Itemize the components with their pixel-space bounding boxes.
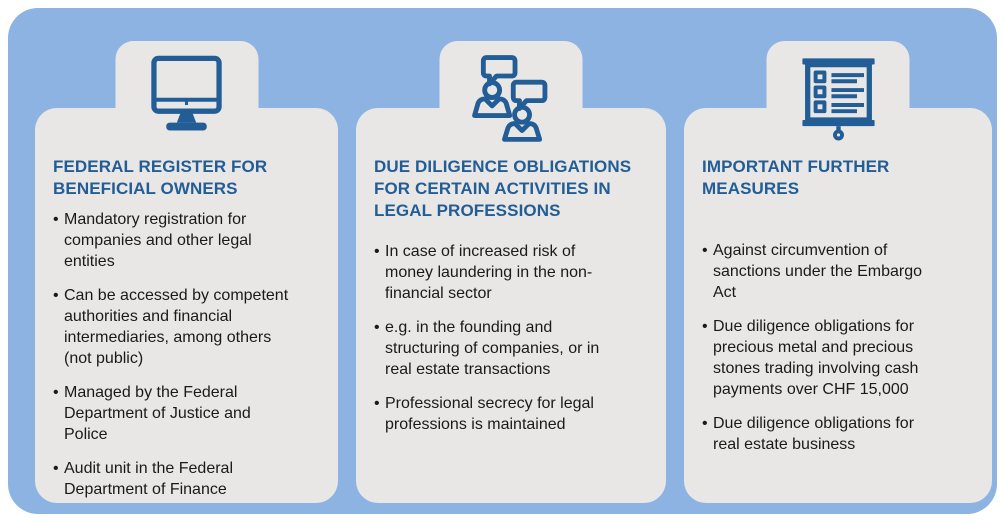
card-icon-tab (439, 41, 583, 142)
monitor-icon (151, 55, 222, 131)
bullet-item: Due diligence obligations for precious m… (702, 316, 942, 400)
card-due-diligence: DUE DILIGENCE OBLIGATIONS FOR CERTAIN AC… (356, 41, 666, 503)
bullet-item: Due diligence obligations for real estat… (702, 413, 942, 455)
bullet-item: e.g. in the founding and structuring of … (374, 317, 614, 380)
bullet-item: Audit unit in the Federal Department of … (53, 458, 293, 500)
bullet-item: Mandatory registration for companies and… (53, 209, 293, 272)
card-title: DUE DILIGENCE OBLIGATIONS FOR CERTAIN AC… (374, 157, 632, 220)
checklist-board-icon (801, 58, 875, 141)
bullet-list: Against circumvention of sanctions under… (702, 240, 942, 455)
bullet-item: Against circumvention of sanctions under… (702, 240, 942, 303)
bullet-list: Mandatory registration for companies and… (53, 209, 293, 500)
card-content: FEDERAL REGISTER FOR BENEFICIAL OWNERS M… (35, 108, 338, 500)
bullet-item: Professional secrecy for legal professio… (374, 393, 614, 435)
card-title: FEDERAL REGISTER FOR BENEFICIAL OWNERS (53, 157, 268, 198)
blue-background-panel: FEDERAL REGISTER FOR BENEFICIAL OWNERS M… (8, 8, 997, 514)
card-icon-tab (115, 41, 258, 131)
bullet-item: Managed by the Federal Department of Jus… (53, 382, 293, 445)
people-conversation-icon (471, 55, 547, 142)
card-further-measures: IMPORTANT FURTHER MEASURES Against circu… (684, 41, 992, 503)
card-title: IMPORTANT FURTHER MEASURES (702, 157, 890, 198)
card-federal-register: FEDERAL REGISTER FOR BENEFICIAL OWNERS M… (35, 41, 338, 503)
card-content: DUE DILIGENCE OBLIGATIONS FOR CERTAIN AC… (356, 108, 666, 435)
bullet-item: Can be accessed by competent authorities… (53, 285, 293, 369)
bullet-item: In case of increased risk of money laund… (374, 241, 614, 304)
card-icon-tab (766, 41, 910, 141)
bullet-list: In case of increased risk of money laund… (374, 241, 614, 435)
card-content: IMPORTANT FURTHER MEASURES Against circu… (684, 108, 992, 455)
